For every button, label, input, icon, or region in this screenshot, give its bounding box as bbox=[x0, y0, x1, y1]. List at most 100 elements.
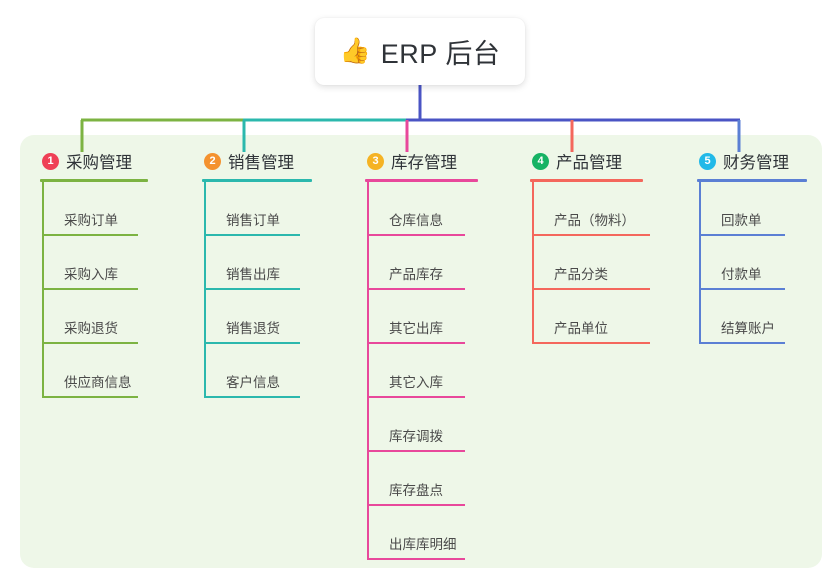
leaf-item-rule bbox=[42, 288, 138, 290]
column-header-5[interactable]: 5 财务管理 bbox=[697, 143, 807, 179]
column-badge-5: 5 bbox=[699, 152, 716, 170]
column-badge-4: 4 bbox=[532, 152, 549, 170]
leaf-item-label: 销售订单 bbox=[226, 213, 280, 228]
leaf-item[interactable]: 产品分类 bbox=[532, 236, 650, 290]
leaf-item[interactable]: 结算账户 bbox=[699, 290, 807, 344]
leaf-item-rule bbox=[42, 342, 138, 344]
column-3: 3 库存管理仓库信息产品库存其它出库其它入库库存调拨库存盘点出库库明细 bbox=[365, 143, 478, 560]
column-title-3: 库存管理 bbox=[391, 154, 457, 172]
leaf-item-label: 回款单 bbox=[721, 213, 762, 228]
leaf-item[interactable]: 仓库信息 bbox=[367, 182, 478, 236]
column-badge-3: 3 bbox=[367, 152, 384, 170]
column-1: 1 采购管理采购订单采购入库采购退货供应商信息 bbox=[40, 143, 148, 398]
column-header-1[interactable]: 1 采购管理 bbox=[40, 143, 148, 179]
leaf-item-rule bbox=[367, 342, 465, 344]
leaf-item-rule bbox=[367, 396, 465, 398]
column-items-3: 仓库信息产品库存其它出库其它入库库存调拨库存盘点出库库明细 bbox=[367, 182, 478, 560]
leaf-item-rule bbox=[699, 288, 785, 290]
leaf-item[interactable]: 销售退货 bbox=[204, 290, 312, 344]
leaf-item-label: 仓库信息 bbox=[389, 213, 443, 228]
column-4: 4 产品管理产品（物料） 产品分类产品单位 bbox=[530, 143, 650, 344]
leaf-item-label: 采购入库 bbox=[64, 267, 118, 282]
thumbs-up-icon: 👍 bbox=[339, 37, 371, 65]
leaf-item-label: 结算账户 bbox=[721, 321, 775, 336]
leaf-item-label: 其它出库 bbox=[389, 321, 443, 336]
leaf-item[interactable]: 产品（物料） bbox=[532, 182, 650, 236]
column-badge-2: 2 bbox=[204, 152, 221, 170]
leaf-item[interactable]: 库存盘点 bbox=[367, 452, 478, 506]
leaf-item-label: 付款单 bbox=[721, 267, 762, 282]
leaf-item[interactable]: 其它出库 bbox=[367, 290, 478, 344]
column-title-4: 产品管理 bbox=[556, 154, 622, 172]
column-title-5: 财务管理 bbox=[723, 154, 789, 172]
leaf-item-label: 产品库存 bbox=[389, 267, 443, 282]
leaf-item-rule bbox=[204, 342, 300, 344]
leaf-item[interactable]: 销售订单 bbox=[204, 182, 312, 236]
leaf-item[interactable]: 产品单位 bbox=[532, 290, 650, 344]
column-header-3[interactable]: 3 库存管理 bbox=[365, 143, 478, 179]
leaf-item-rule bbox=[367, 504, 465, 506]
column-header-rule-4 bbox=[530, 179, 643, 182]
column-spine-4 bbox=[532, 182, 534, 344]
column-header-rule-1 bbox=[40, 179, 148, 182]
leaf-item[interactable]: 付款单 bbox=[699, 236, 807, 290]
column-2: 2 销售管理销售订单销售出库销售退货客户信息 bbox=[202, 143, 312, 398]
column-title-1: 采购管理 bbox=[66, 154, 132, 172]
column-items-5: 回款单付款单结算账户 bbox=[699, 182, 807, 344]
leaf-item-rule bbox=[204, 288, 300, 290]
leaf-item-rule bbox=[532, 234, 650, 236]
leaf-item-label: 其它入库 bbox=[389, 375, 443, 390]
leaf-item-rule bbox=[699, 234, 785, 236]
leaf-item-rule bbox=[42, 234, 138, 236]
diagram-panel bbox=[20, 135, 822, 568]
leaf-item[interactable]: 采购入库 bbox=[42, 236, 148, 290]
leaf-item-rule bbox=[42, 396, 138, 398]
leaf-item[interactable]: 出库库明细 bbox=[367, 506, 478, 560]
column-badge-1: 1 bbox=[42, 152, 59, 170]
column-header-rule-5 bbox=[697, 179, 807, 182]
leaf-item-rule bbox=[367, 558, 465, 560]
column-spine-1 bbox=[42, 182, 44, 398]
root-node[interactable]: 👍 ERP 后台 bbox=[315, 18, 525, 85]
leaf-item[interactable]: 销售出库 bbox=[204, 236, 312, 290]
root-title: ERP 后台 bbox=[380, 39, 501, 69]
column-header-4[interactable]: 4 产品管理 bbox=[530, 143, 643, 179]
leaf-item-label: 销售退货 bbox=[226, 321, 280, 336]
leaf-item-label: 供应商信息 bbox=[64, 375, 132, 390]
column-spine-2 bbox=[204, 182, 206, 398]
leaf-item-label: 销售出库 bbox=[226, 267, 280, 282]
leaf-item-rule bbox=[532, 342, 650, 344]
leaf-item-label: 库存调拨 bbox=[389, 429, 443, 444]
leaf-item-rule bbox=[204, 234, 300, 236]
leaf-item[interactable]: 库存调拨 bbox=[367, 398, 478, 452]
column-title-2: 销售管理 bbox=[228, 154, 294, 172]
leaf-item[interactable]: 回款单 bbox=[699, 182, 807, 236]
leaf-item[interactable]: 客户信息 bbox=[204, 344, 312, 398]
leaf-item-label: 采购订单 bbox=[64, 213, 118, 228]
leaf-item-rule bbox=[367, 450, 465, 452]
leaf-item[interactable]: 产品库存 bbox=[367, 236, 478, 290]
column-5: 5 财务管理回款单付款单结算账户 bbox=[697, 143, 807, 344]
leaf-item[interactable]: 采购订单 bbox=[42, 182, 148, 236]
leaf-item-label: 产品单位 bbox=[554, 321, 608, 336]
leaf-item-rule bbox=[532, 288, 650, 290]
column-header-2[interactable]: 2 销售管理 bbox=[202, 143, 312, 179]
leaf-item[interactable]: 其它入库 bbox=[367, 344, 478, 398]
leaf-item-label: 库存盘点 bbox=[389, 483, 443, 498]
leaf-item-rule bbox=[367, 234, 465, 236]
column-header-rule-2 bbox=[202, 179, 312, 182]
column-items-4: 产品（物料） 产品分类产品单位 bbox=[532, 182, 650, 344]
leaf-item[interactable]: 采购退货 bbox=[42, 290, 148, 344]
column-items-2: 销售订单销售出库销售退货客户信息 bbox=[204, 182, 312, 398]
leaf-item-label: 客户信息 bbox=[226, 375, 280, 390]
leaf-item-label: 出库库明细 bbox=[389, 537, 457, 552]
leaf-item-rule bbox=[699, 342, 785, 344]
leaf-item-label: 产品分类 bbox=[554, 267, 608, 282]
leaf-item-rule bbox=[204, 396, 300, 398]
column-spine-5 bbox=[699, 182, 701, 344]
leaf-item[interactable]: 供应商信息 bbox=[42, 344, 148, 398]
column-items-1: 采购订单采购入库采购退货供应商信息 bbox=[42, 182, 148, 398]
leaf-item-rule bbox=[367, 288, 465, 290]
leaf-item-label: 产品（物料） bbox=[554, 213, 635, 228]
leaf-item-label: 采购退货 bbox=[64, 321, 118, 336]
